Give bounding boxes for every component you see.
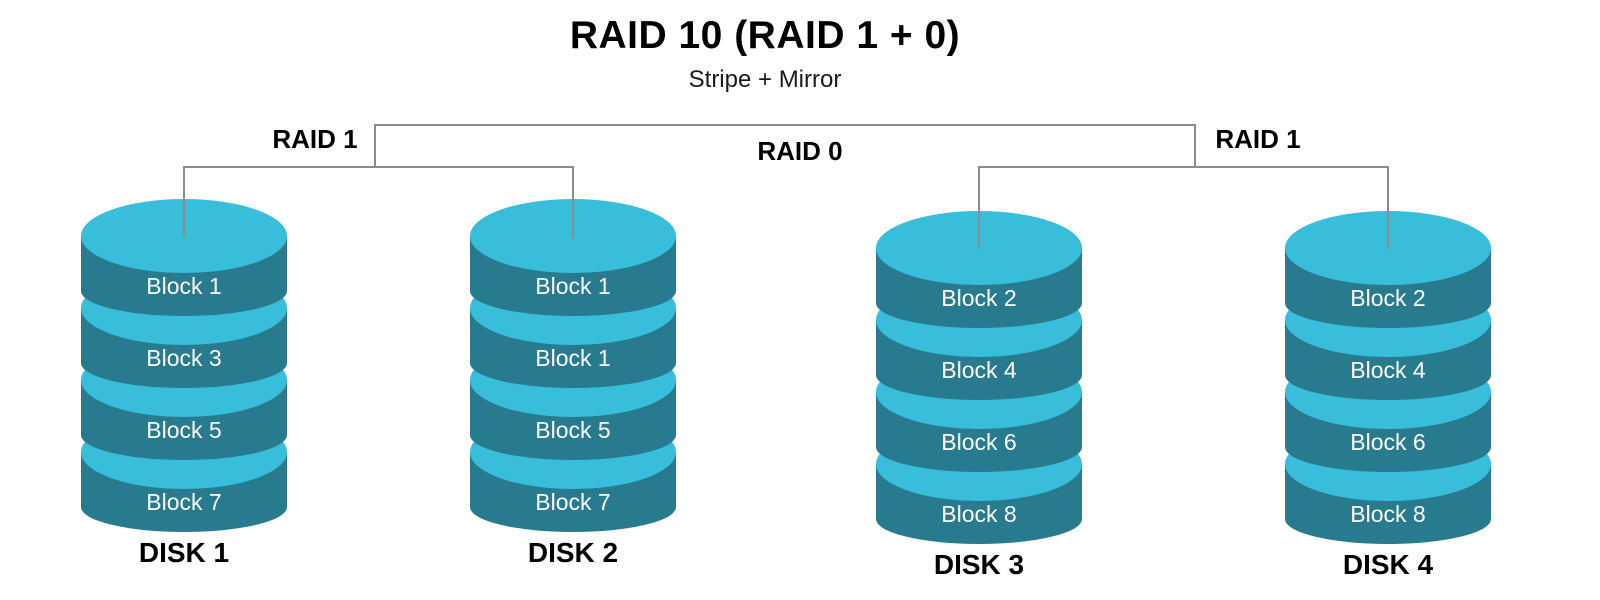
disk3-block-label: Block 2 <box>941 285 1017 311</box>
disk-2-stack: Block 1 Block 1 Block 5 Block 7 DISK 2 <box>468 199 678 579</box>
disk1-block-label: Block 7 <box>146 489 222 515</box>
raid1-right-label: RAID 1 <box>1215 124 1301 154</box>
disk3-label: DISK 3 <box>933 549 1025 580</box>
disk4-label: DISK 4 <box>1342 549 1434 580</box>
disk2-label: DISK 2 <box>527 537 619 568</box>
raid1-left-label: RAID 1 <box>272 124 358 154</box>
page-title: RAID 10 (RAID 1 + 0) <box>569 14 961 57</box>
disk4-block-label: Block 8 <box>1350 501 1426 527</box>
disk-1-stack: Block 1 Block 3 Block 5 Block 7 DISK 1 <box>79 199 289 579</box>
disk3-block-label: Block 6 <box>941 429 1017 455</box>
disk-cylinder-icon <box>876 211 1082 544</box>
disk1-block-label: Block 3 <box>146 345 222 371</box>
disk2-block-label: Block 1 <box>535 273 611 299</box>
disk-3-stack: Block 2 Block 4 Block 6 Block 8 DISK 3 <box>874 211 1084 591</box>
disk3-block-label: Block 8 <box>941 501 1017 527</box>
disk-cylinder-icon <box>470 199 676 532</box>
raid0-label: RAID 0 <box>757 136 843 166</box>
disk3-block-label: Block 4 <box>941 357 1017 383</box>
page-subtitle: Stripe + Mirror <box>688 66 842 93</box>
disk4-block-label: Block 6 <box>1350 429 1426 455</box>
disk2-block-label: Block 7 <box>535 489 611 515</box>
disk1-label: DISK 1 <box>138 537 230 568</box>
disk1-block-label: Block 5 <box>146 417 222 443</box>
disk2-block-label: Block 5 <box>535 417 611 443</box>
disk2-block-label: Block 1 <box>535 345 611 371</box>
disk1-block-label: Block 1 <box>146 273 222 299</box>
disk4-block-label: Block 4 <box>1350 357 1426 383</box>
disk4-block-label: Block 2 <box>1350 285 1426 311</box>
disk-4-stack: Block 2 Block 4 Block 6 Block 8 DISK 4 <box>1283 211 1493 591</box>
